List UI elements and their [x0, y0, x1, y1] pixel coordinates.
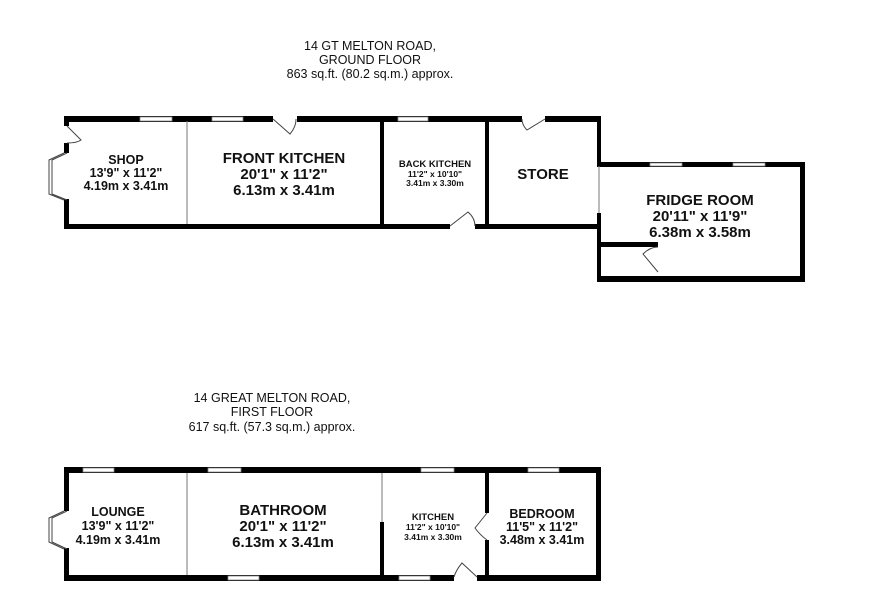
- ground-floor-windows: [48, 116, 766, 201]
- area-text: 863 sq.ft. (80.2 sq.m.) approx.: [287, 67, 454, 81]
- room-name: BATHROOM: [239, 502, 326, 519]
- room-bedroom: BEDROOM 11'5" x 11'2" 3.48m x 3.41m: [500, 507, 585, 547]
- room-name: BEDROOM: [509, 507, 574, 521]
- room-store: STORE: [517, 166, 568, 183]
- room-front-kitchen: FRONT KITCHEN 20'1" x 11'2" 6.13m x 3.41…: [223, 150, 346, 199]
- room-size-metric: 4.19m x 3.41m: [76, 533, 161, 547]
- bay-window: [48, 152, 68, 201]
- room-size-imperial: 20'1" x 11'2": [240, 166, 327, 183]
- room-name: KITCHEN: [412, 512, 454, 523]
- ground-floor-walls: [64, 116, 805, 282]
- room-shop: SHOP 13'9" x 11'2" 4.19m x 3.41m: [84, 153, 169, 193]
- room-size-imperial: 11'5" x 11'2": [506, 520, 578, 534]
- room-size-metric: 4.19m x 3.41m: [84, 179, 169, 193]
- first-floor-title: 14 GREAT MELTON ROAD, FIRST FLOOR 617 sq…: [189, 391, 356, 434]
- room-name: BACK KITCHEN: [399, 159, 471, 170]
- room-name: LOUNGE: [91, 505, 144, 519]
- title-line: FIRST FLOOR: [231, 405, 313, 419]
- room-name: STORE: [517, 166, 568, 183]
- room-size-metric: 6.13m x 3.41m: [233, 182, 335, 199]
- room-name: FRONT KITCHEN: [223, 150, 346, 167]
- room-lounge: LOUNGE 13'9" x 11'2" 4.19m x 3.41m: [76, 505, 161, 547]
- title-line: 14 GREAT MELTON ROAD,: [194, 391, 351, 405]
- room-size-metric: 6.13m x 3.41m: [232, 534, 334, 551]
- room-fridge-room: FRIDGE ROOM 20'11" x 11'9" 6.38m x 3.58m: [646, 192, 754, 241]
- room-name: FRIDGE ROOM: [646, 192, 754, 209]
- room-kitchen: KITCHEN 11'2" x 10'10" 3.41m x 3.30m: [404, 512, 462, 542]
- ground-floor-title: 14 GT MELTON ROAD, GROUND FLOOR 863 sq.f…: [287, 39, 454, 81]
- room-back-kitchen: BACK KITCHEN 11'2" x 10'10" 3.41m x 3.30…: [399, 159, 471, 188]
- room-size-imperial: 20'11" x 11'9": [653, 208, 748, 225]
- room-size-imperial: 11'2" x 10'10": [408, 169, 462, 179]
- bay-window: [48, 510, 68, 550]
- room-name: SHOP: [108, 153, 143, 167]
- title-line: 14 GT MELTON ROAD,: [304, 39, 436, 53]
- room-size-metric: 3.48m x 3.41m: [500, 533, 585, 547]
- room-size-metric: 6.38m x 3.58m: [649, 224, 751, 241]
- room-size-imperial: 13'9" x 11'2": [90, 166, 163, 180]
- ground-floor-doors: [66, 116, 659, 273]
- room-bathroom: BATHROOM 20'1" x 11'2" 6.13m x 3.41m: [232, 502, 334, 551]
- room-size-metric: 3.41m x 3.30m: [404, 532, 462, 542]
- area-text: 617 sq.ft. (57.3 sq.m.) approx.: [189, 420, 356, 434]
- title-line: GROUND FLOOR: [319, 53, 421, 67]
- first-floor-doors: [453, 512, 488, 578]
- room-size-imperial: 11'2" x 10'10": [406, 522, 460, 532]
- room-size-imperial: 20'1" x 11'2": [239, 518, 326, 535]
- room-size-metric: 3.41m x 3.30m: [406, 178, 464, 188]
- room-size-imperial: 13'9" x 11'2": [82, 519, 155, 533]
- first-floor-windows: [48, 467, 560, 581]
